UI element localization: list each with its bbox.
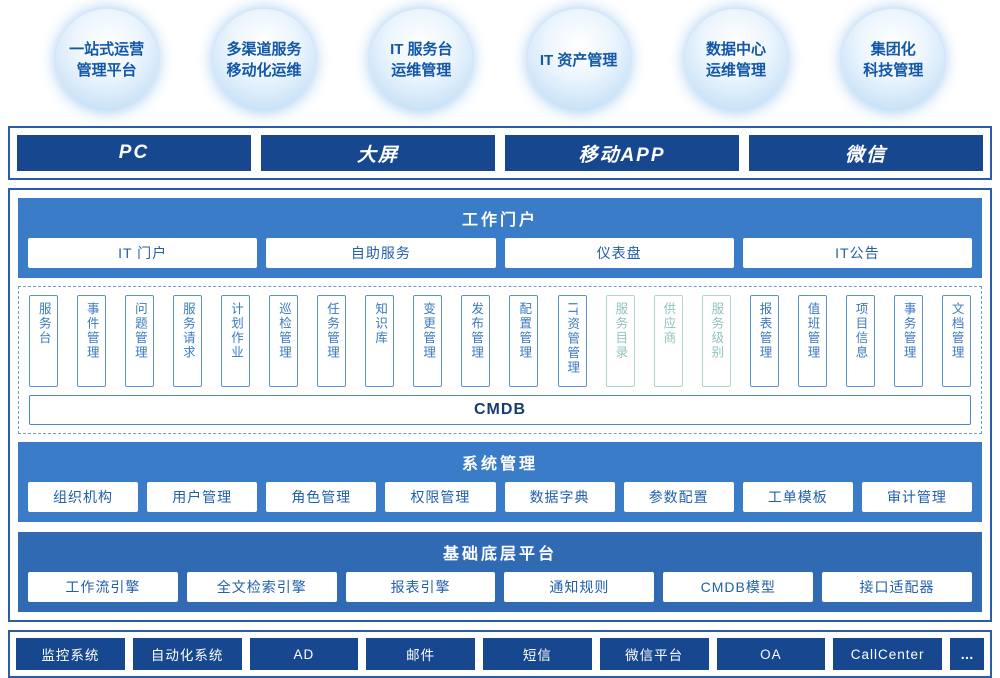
system-item: 审计管理: [861, 482, 972, 512]
module-item: 服务级别: [701, 295, 731, 387]
portal-item: 仪表盘: [504, 238, 734, 268]
module-label: 事务管理: [901, 302, 916, 360]
system-management-section: 系统管理 组织机构 用户管理 角色管理 权限管理 数据字典 参数配置 工单模板 …: [18, 442, 982, 522]
module-item: 知识库: [365, 295, 395, 387]
base-platform-section: 基础底层平台 工作流引擎 全文检索引擎 报表引擎 通知规则 CMDB模型 接口适…: [18, 532, 982, 612]
work-portal-section: 工作门户 IT 门户 自助服务 仪表盘 IT公告: [18, 198, 982, 278]
portal-item: 自助服务: [266, 238, 496, 268]
module-item: 项目信息: [845, 295, 875, 387]
module-item: 值班管理: [797, 295, 827, 387]
base-platform-title: 基础底层平台: [442, 546, 557, 563]
module-label: 巡检管理: [276, 302, 291, 360]
module-item: 服务台: [29, 295, 58, 387]
module-label: 任务管理: [325, 302, 340, 360]
capability-bubble: 数据中心 运维管理: [684, 9, 787, 111]
channel-pc: PC: [17, 135, 251, 171]
platform-container: 工作门户 IT 门户 自助服务 仪表盘 IT公告 服务台 事件管理 问题管理 服…: [8, 188, 992, 622]
module-item: 服务请求: [173, 295, 203, 387]
integrations-bar: 监控系统 自动化系统 AD 邮件 短信 微信平台 OA CallCenter …: [8, 630, 992, 678]
work-portal-title: 工作门户: [461, 212, 538, 229]
module-item: 事务管理: [893, 295, 923, 387]
module-label: 事件管理: [84, 302, 99, 360]
integration-automation: 自动化系统: [132, 638, 242, 670]
modules-area: 服务台 事件管理 问题管理 服务请求 计划作业 巡检管理 任务管理 知识库 变更…: [18, 286, 982, 434]
channel-bigscreen: 大屏: [261, 135, 495, 171]
module-label: IT资管管理: [565, 302, 580, 376]
cmdb-bar: CMDB: [29, 395, 971, 425]
module-label: 变更管理: [421, 302, 436, 360]
capability-bubble: 多渠道服务 移动化运维: [212, 9, 315, 111]
module-item: 供应商: [653, 295, 683, 387]
system-management-items: 组织机构 用户管理 角色管理 权限管理 数据字典 参数配置 工单模板 审计管理: [28, 482, 972, 512]
module-item: 发布管理: [461, 295, 491, 387]
platform-item: 通知规则: [504, 572, 655, 602]
channel-wechat: 微信: [749, 135, 983, 171]
system-item: 参数配置: [623, 482, 734, 512]
system-item: 工单模板: [742, 482, 853, 512]
integration-oa: OA: [716, 638, 826, 670]
integration-email: 邮件: [366, 638, 475, 670]
module-item: 巡检管理: [269, 295, 299, 387]
module-label: 供应商: [661, 302, 676, 346]
module-label: 问题管理: [132, 302, 147, 360]
module-item: IT资管管理: [557, 295, 587, 387]
module-label: 发布管理: [469, 302, 484, 360]
module-label: 服务级别: [709, 302, 724, 360]
integration-wechat-platform: 微信平台: [599, 638, 709, 670]
module-item: 服务目录: [605, 295, 635, 387]
platform-item: CMDB模型: [663, 572, 814, 602]
module-label: 服务目录: [613, 302, 628, 360]
module-label: 值班管理: [805, 302, 820, 360]
module-item: 计划作业: [221, 295, 251, 387]
module-item: 任务管理: [317, 295, 347, 387]
module-label: 服务台: [36, 302, 51, 346]
platform-item: 接口适配器: [822, 572, 972, 602]
system-item: 权限管理: [385, 482, 496, 512]
portal-item: IT 门户: [28, 238, 258, 268]
system-item: 组织机构: [28, 482, 139, 512]
module-label: 报表管理: [757, 302, 772, 360]
module-label: 计划作业: [228, 302, 243, 360]
integration-callcenter: CallCenter: [833, 638, 942, 670]
module-item: 配置管理: [509, 295, 539, 387]
module-item: 问题管理: [125, 295, 155, 387]
capability-bubble: 一站式运营 管理平台: [55, 9, 158, 111]
module-item: 文档管理: [941, 295, 971, 387]
capability-bubble: IT 资产管理: [527, 9, 630, 111]
portal-item: IT公告: [742, 238, 972, 268]
module-item: 事件管理: [77, 295, 107, 387]
integration-ad: AD: [249, 638, 359, 670]
system-item: 用户管理: [147, 482, 258, 512]
module-label: 项目信息: [853, 302, 868, 360]
base-platform-items: 工作流引擎 全文检索引擎 报表引擎 通知规则 CMDB模型 接口适配器: [28, 572, 972, 602]
channel-mobile-app: 移动APP: [505, 135, 739, 171]
integration-monitoring: 监控系统: [16, 638, 125, 670]
integration-more: …: [950, 638, 984, 670]
module-label: 知识库: [373, 302, 388, 346]
integration-sms: 短信: [483, 638, 592, 670]
system-management-title: 系统管理: [461, 456, 538, 473]
module-item: 报表管理: [749, 295, 779, 387]
platform-item: 工作流引擎: [28, 572, 178, 602]
module-label: 文档管理: [949, 302, 964, 360]
system-item: 角色管理: [266, 482, 377, 512]
capability-bubble: 集团化 科技管理: [842, 9, 945, 111]
module-label: 配置管理: [517, 302, 532, 360]
platform-item: 报表引擎: [345, 572, 496, 602]
channels-bar: PC 大屏 移动APP 微信: [8, 126, 992, 180]
work-portal-items: IT 门户 自助服务 仪表盘 IT公告: [28, 238, 972, 268]
modules-row: 服务台 事件管理 问题管理 服务请求 计划作业 巡检管理 任务管理 知识库 变更…: [29, 295, 971, 387]
module-label: 服务请求: [180, 302, 195, 360]
module-item: 变更管理: [413, 295, 443, 387]
system-item: 数据字典: [504, 482, 615, 512]
platform-item: 全文检索引擎: [186, 572, 337, 602]
capability-bubble: IT 服务台 运维管理: [370, 9, 473, 111]
capability-bubbles-row: 一站式运营 管理平台 多渠道服务 移动化运维 IT 服务台 运维管理 IT 资产…: [0, 0, 1000, 114]
